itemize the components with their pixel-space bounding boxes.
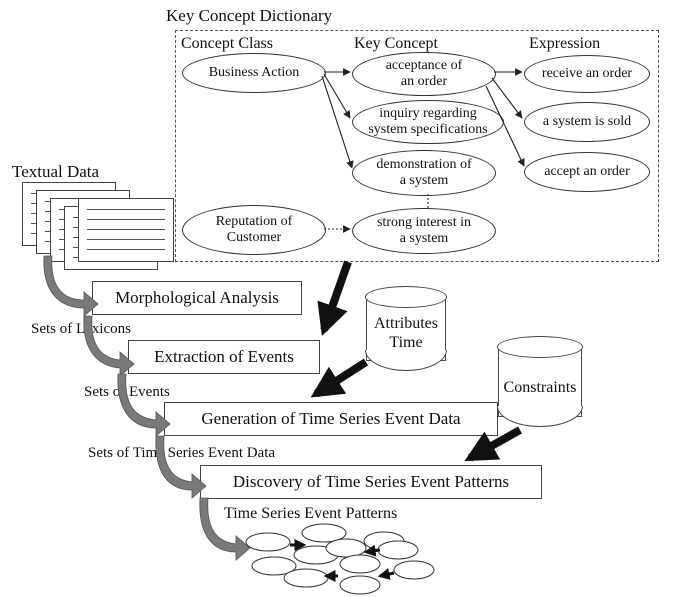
- concept-class-label: Reputation of Customer: [215, 214, 293, 245]
- attributes-to-generation-arrow: [310, 358, 369, 398]
- flow-label-sets-of-lexicons: Sets of Lexicons: [31, 321, 131, 337]
- expression-a-system-is-sold: a system is sold: [524, 102, 650, 142]
- pattern-node: [301, 523, 347, 543]
- process-step-label: Generation of Time Series Event Data: [201, 409, 461, 428]
- key-concept-strong-interest-in-system: strong interest in a system: [352, 208, 496, 254]
- pattern-node: [325, 538, 367, 558]
- key-concept-label: demonstration of a system: [376, 157, 472, 188]
- dictionary-to-extraction-arrow: [317, 260, 352, 337]
- concept-class-reputation-of-customer: Reputation of Customer: [182, 205, 326, 255]
- key-concept-demonstration-of-system: demonstration of a system: [352, 150, 496, 196]
- pattern-arrow: [377, 568, 395, 580]
- pattern-node: [283, 568, 329, 588]
- event-patterns-graphic: [245, 523, 435, 595]
- expression-label: accept an order: [544, 164, 630, 179]
- expression-receive-an-order: receive an order: [524, 55, 650, 93]
- expression-label: a system is sold: [542, 114, 632, 129]
- pattern-arrows: [290, 539, 395, 582]
- pattern-node: [245, 532, 291, 552]
- expression-accept-an-order: accept an order: [524, 152, 650, 192]
- pattern-arrow: [363, 544, 381, 557]
- flow-label-time-series-event-patterns: Time Series Event Patterns: [224, 505, 398, 522]
- pattern-node: [377, 540, 419, 560]
- key-concept-acceptance-of-order: acceptance of an order: [352, 52, 496, 96]
- pattern-node: [363, 531, 405, 551]
- pattern-node: [339, 575, 381, 595]
- pattern-node: [251, 556, 297, 576]
- process-step-extraction-of-events: Extraction of Events: [128, 340, 320, 374]
- database-label: Attributes Time: [374, 315, 438, 351]
- concept-class-label: Business Action: [208, 65, 300, 80]
- key-concept-label: inquiry regarding system specifications: [368, 106, 488, 137]
- key-concept-label: strong interest in a system: [376, 215, 472, 246]
- expression-label: receive an order: [541, 66, 633, 81]
- dictionary-title: Key Concept Dictionary: [166, 6, 333, 25]
- database-label: Constraints: [503, 379, 577, 396]
- key-concept-header: Key Concept: [354, 35, 438, 52]
- process-step-morphological-analysis: Morphological Analysis: [92, 281, 302, 315]
- constraints-database: Constraints: [497, 336, 583, 428]
- concept-class-header: Concept Class: [181, 35, 273, 52]
- process-step-generation-of-time-series-event-data: Generation of Time Series Event Data: [164, 402, 498, 436]
- pattern-node: [293, 545, 339, 565]
- flow-label-sets-of-events: Sets of Events: [84, 384, 170, 400]
- attributes-time-database: Attributes Time: [365, 286, 447, 372]
- document-icon: [78, 198, 174, 262]
- pattern-node: [339, 554, 381, 574]
- key-concept-label: acceptance of an order: [385, 58, 463, 89]
- process-step-label: Morphological Analysis: [115, 288, 279, 307]
- pattern-node: [393, 560, 435, 580]
- process-step-discovery-of-time-series-event-patterns: Discovery of Time Series Event Patterns: [200, 465, 542, 499]
- key-concept-dictionary-frame: [175, 30, 659, 262]
- flow-label-sets-of-time-series-event-data: Sets of Time Series Event Data: [88, 445, 276, 461]
- concept-class-business-action: Business Action: [182, 53, 326, 93]
- expression-header: Expression: [529, 35, 601, 52]
- textual-data-label: Textual Data: [12, 162, 100, 181]
- process-step-label: Extraction of Events: [154, 347, 294, 366]
- key-concept-inquiry-system-specifications: inquiry regarding system specifications: [352, 100, 504, 144]
- process-step-label: Discovery of Time Series Event Patterns: [232, 472, 510, 491]
